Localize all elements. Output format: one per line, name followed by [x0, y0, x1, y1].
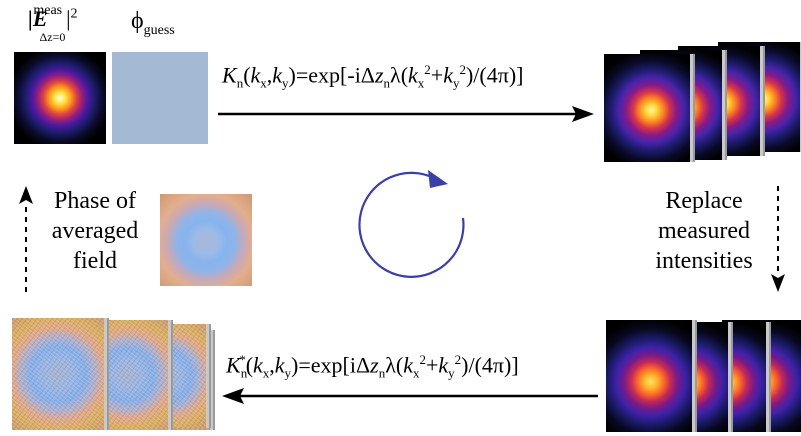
iteration-cycle-icon: [358, 170, 465, 278]
phase-of-averaged-field-label: Phase of averaged field: [51, 188, 139, 274]
phi-guess-label: ϕguess: [131, 8, 175, 38]
downward-dashed-arrow: [771, 186, 785, 292]
upward-dashed-arrow: [19, 186, 33, 292]
forward-arrow: [218, 106, 594, 122]
replace-measured-intensities-label: Replace measured intensities: [655, 188, 753, 274]
backpropagated-field-1: [12, 318, 107, 430]
backward-arrow: [222, 388, 598, 404]
backward-propagation-equation: Kn*(kx,ky)=exp[iΔznλ(kx2+ky2)/(4π)]: [226, 352, 519, 381]
phase-guess-image: [112, 52, 208, 144]
measured-beam-1: [606, 320, 695, 432]
propagated-beam-1: [604, 54, 693, 162]
measured-intensity-label: |EΔz=0meas|2: [28, 2, 78, 45]
averaged-phase-image: [160, 194, 252, 286]
forward-propagation-equation: Kn(kx,ky)=exp[-iΔznλ(kx2+ky2)/(4π)]: [222, 62, 524, 91]
measured-intensity-image: [14, 52, 106, 144]
